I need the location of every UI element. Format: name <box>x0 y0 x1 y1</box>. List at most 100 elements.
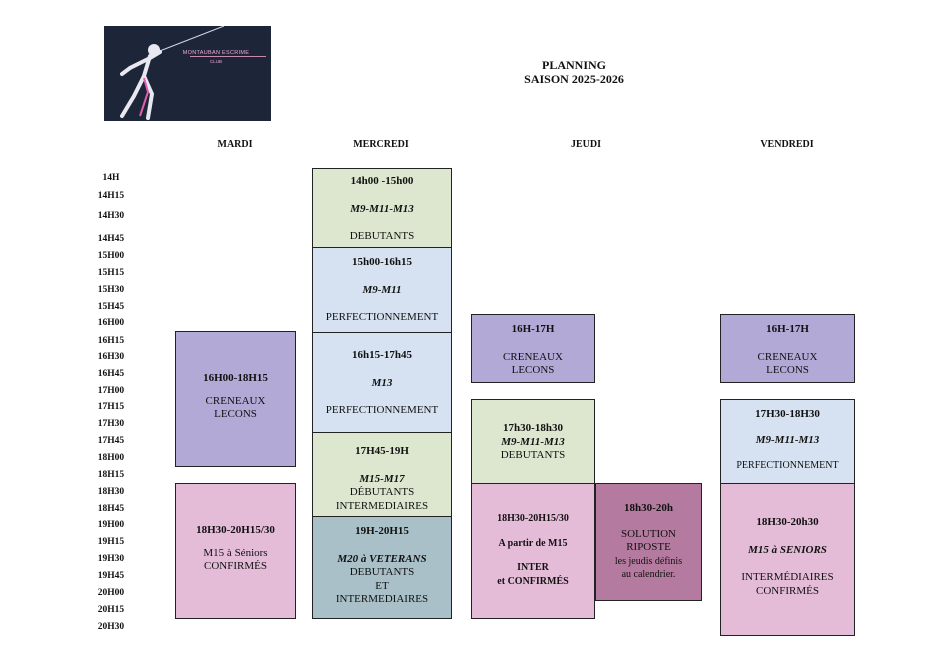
time-label: 18H30 <box>97 487 125 497</box>
block-time: 15h00-16h15 <box>352 256 412 268</box>
logo-subtext: CLUB <box>209 59 222 64</box>
day-header-mercredi: MERCREDI <box>353 139 409 150</box>
mercredi-block-5: 19H-20H15 M20 à VETERANS DEBUTANTS ET IN… <box>312 516 452 619</box>
block-level: PERFECTIONNEMENT <box>736 460 839 471</box>
block-line: M15 à Séniors <box>203 546 268 559</box>
time-label: 15H45 <box>97 302 125 312</box>
block-line: INTERMÉDIAIRES <box>741 571 834 583</box>
block-category: M15 à SENIORS <box>748 543 827 556</box>
block-time: 18h30-20h <box>624 502 673 514</box>
title-line-2: SAISON 2025-2026 <box>524 72 624 86</box>
vendredi-block-seniors: 18H30-20h30 M15 à SENIORS INTERMÉDIAIRES… <box>720 483 855 636</box>
time-label: 16H15 <box>97 336 125 346</box>
time-label: 18H00 <box>97 453 125 463</box>
block-category: M13 <box>371 376 393 389</box>
block-line: INTER <box>517 562 549 573</box>
jeudi-block-debutants: 17h30-18h30 M9-M11-M13 DEBUTANTS <box>471 399 595 484</box>
block-line: CRENEAUX <box>757 350 818 363</box>
block-line: DEBUTANTS <box>349 566 415 578</box>
time-label: 14H15 <box>97 191 125 201</box>
block-line: SOLUTION <box>621 527 676 540</box>
time-label: 16H00 <box>97 318 125 328</box>
block-time: 17h30-18h30 <box>503 422 563 434</box>
block-line: DÉBUTANTS <box>349 486 415 498</box>
time-label: 19H45 <box>97 571 125 581</box>
time-label: 19H15 <box>97 537 125 547</box>
fencer-icon <box>120 26 225 120</box>
block-time: 16H-17H <box>511 323 555 335</box>
time-label: 14H45 <box>97 234 125 244</box>
time-label: 17H15 <box>97 402 125 412</box>
mardi-block-seniors: 18H30-20H15/30 M15 à Séniors CONFIRMÉS <box>175 483 296 619</box>
time-label: 19H00 <box>97 520 125 530</box>
block-time: 16h15-17h45 <box>352 349 412 361</box>
time-label: 17H00 <box>97 386 125 396</box>
block-category: M9-M11-M13 <box>501 435 565 448</box>
block-line: LECONS <box>511 364 555 376</box>
block-line: les jeudis définis <box>614 555 683 567</box>
block-level: PERFECTIONNEMENT <box>325 404 439 416</box>
block-time: 18H30-20h30 <box>756 516 819 528</box>
time-label: 15H30 <box>97 285 125 295</box>
day-header-vendredi: VENDREDI <box>760 139 814 150</box>
time-label: 16H45 <box>97 369 125 379</box>
block-category: M9-M11-M13 <box>755 433 820 446</box>
time-label: 20H15 <box>97 605 125 615</box>
day-header-jeudi: JEUDI <box>570 139 601 150</box>
block-line: CONFIRMÉS <box>756 584 819 597</box>
block-time: 17H30-18H30 <box>755 408 820 420</box>
block-category: M20 à VETERANS <box>337 552 427 565</box>
time-label: 17H45 <box>97 436 125 446</box>
time-label: 14H30 <box>97 211 125 221</box>
mardi-block-lecons: 16H00-18H15 CRENEAUX LECONS <box>175 331 296 467</box>
jeudi-block-solution-riposte: 18h30-20h SOLUTION RIPOSTE les jeudis dé… <box>595 483 702 601</box>
time-label: 14H <box>102 173 120 183</box>
block-line: au calendrier. <box>621 569 676 580</box>
block-time: 18H30-20H15/30 <box>497 513 569 524</box>
day-header-mardi: MARDI <box>217 139 253 150</box>
block-time: 19H-20H15 <box>355 525 409 537</box>
time-label: 20H30 <box>97 622 125 632</box>
page-title: PLANNING SAISON 2025-2026 <box>494 58 654 86</box>
block-line: A partir de M15 <box>498 537 568 549</box>
jeudi-block-confirmes: 18H30-20H15/30 A partir de M15 INTER et … <box>471 483 595 619</box>
club-logo: MONTAUBAN ESCRIME CLUB <box>104 26 271 121</box>
time-label: 18H45 <box>97 504 125 514</box>
block-category: M9-M11 <box>362 283 402 296</box>
block-time: 16H-17H <box>766 323 809 335</box>
block-line: CRENEAUX <box>503 350 563 363</box>
block-category: M9-M11-M13 <box>350 202 414 215</box>
block-category: M15-M17 <box>359 472 405 485</box>
block-line: LECONS <box>214 408 257 420</box>
block-line: et CONFIRMÉS <box>497 575 569 587</box>
mercredi-block-1: 14h00 -15h00 M9-M11-M13 DEBUTANTS <box>312 168 452 248</box>
vendredi-block-lecons: 16H-17H CRENEAUX LECONS <box>720 314 855 383</box>
time-label: 16H30 <box>97 352 125 362</box>
mercredi-block-2: 15h00-16h15 M9-M11 PERFECTIONNEMENT <box>312 247 452 333</box>
block-line: CRENEAUX <box>205 394 266 407</box>
block-time: 17H45-19H <box>355 445 409 457</box>
jeudi-block-lecons: 16H-17H CRENEAUX LECONS <box>471 314 595 383</box>
block-line: ET <box>375 579 389 592</box>
logo-divider <box>190 56 266 57</box>
block-level: DEBUTANTS <box>500 449 566 461</box>
time-label: 15H15 <box>97 268 125 278</box>
title-line-1: PLANNING <box>541 58 606 72</box>
time-label: 17H30 <box>97 419 125 429</box>
block-line: CONFIRMÉS <box>204 560 267 572</box>
block-level: DEBUTANTS <box>349 230 415 242</box>
block-time: 16H00-18H15 <box>203 372 268 384</box>
mercredi-block-4: 17H45-19H M15-M17 DÉBUTANTS INTERMEDIAIR… <box>312 432 452 517</box>
block-line: INTERMEDIAIRES <box>335 499 429 512</box>
vendredi-block-perfectionnement: 17H30-18H30 M9-M11-M13 PERFECTIONNEMENT <box>720 399 855 484</box>
time-label: 20H00 <box>97 588 125 598</box>
time-label: 18H15 <box>97 470 125 480</box>
block-line: LECONS <box>766 364 809 376</box>
block-level: PERFECTIONNEMENT <box>325 311 439 323</box>
time-label: 15H00 <box>97 251 125 261</box>
block-time: 14h00 -15h00 <box>350 175 414 187</box>
block-time: 18H30-20H15/30 <box>196 524 275 536</box>
block-line: INTERMEDIAIRES <box>335 593 429 605</box>
logo-text: MONTAUBAN ESCRIME <box>182 50 250 56</box>
time-label: 19H30 <box>97 554 125 564</box>
